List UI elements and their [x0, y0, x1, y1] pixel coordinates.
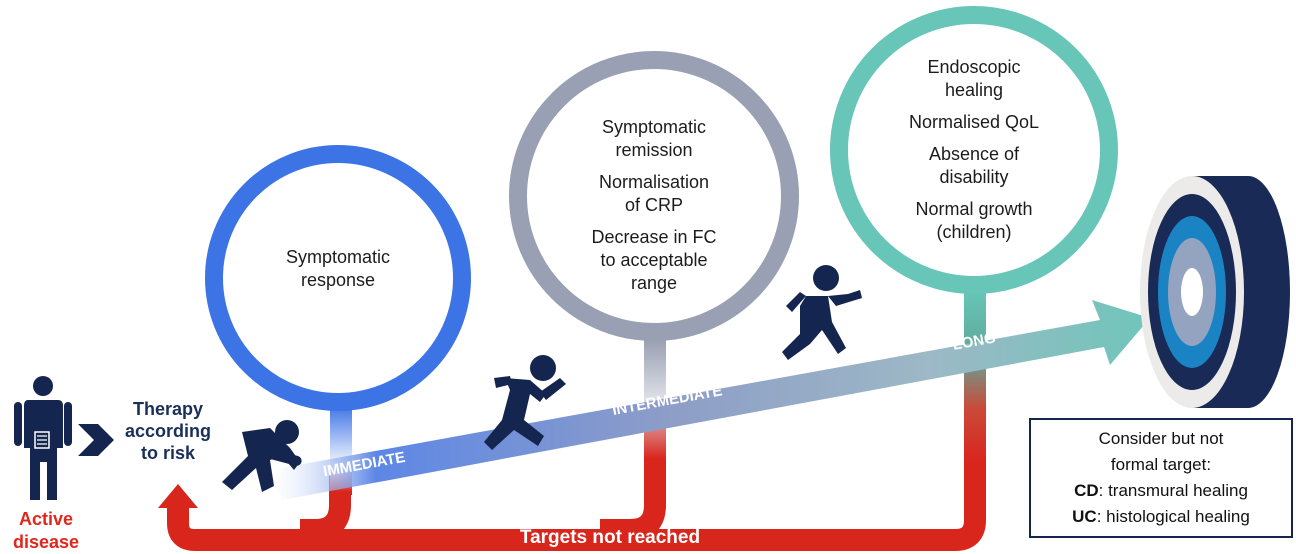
consider-box: Consider but not formal target: CD: tran… — [1029, 418, 1293, 538]
therapy-line2: according — [124, 421, 212, 441]
consider-uc-line: UC: histological healing — [1031, 504, 1291, 530]
consider-line2: formal target: — [1110, 455, 1212, 474]
immediate-circle — [205, 145, 471, 411]
target-icon — [1140, 176, 1290, 408]
uc-prefix: UC — [1072, 507, 1097, 526]
therapy-line3: to risk — [140, 443, 196, 463]
runner-crouch-icon — [222, 420, 302, 492]
active-disease-line2: disease — [12, 532, 80, 552]
therapy-label: Therapy according to risk — [112, 398, 224, 464]
intermediate-circle — [509, 51, 799, 341]
intermediate-targets-text: Symptomatic remission Normalisation of C… — [548, 116, 760, 304]
long-stem — [964, 292, 986, 508]
uc-text: : histological healing — [1096, 507, 1250, 526]
consider-cd-line: CD: transmural healing — [1031, 478, 1291, 504]
progress-arrow — [270, 300, 1150, 500]
therapy-line1: Therapy — [132, 399, 204, 419]
immediate-item: Symptomatic response — [285, 247, 391, 290]
long-item: Normal growth (children) — [915, 199, 1033, 242]
runner-sprint-icon — [484, 355, 566, 450]
loop-arrowhead — [158, 484, 198, 508]
consider-line1: Consider but not — [1098, 429, 1224, 448]
long-item: Normalised QoL — [908, 112, 1040, 132]
long-item: Endoscopic healing — [927, 57, 1021, 100]
active-disease-line1: Active — [18, 509, 74, 529]
runner-icon — [782, 265, 862, 360]
active-disease-label: Active disease — [2, 508, 90, 554]
intermediate-item: Decrease in FC to acceptable range — [591, 227, 717, 293]
long-item: Absence of disability — [928, 144, 1020, 187]
targets-not-reached-label: Targets not reached — [519, 527, 701, 548]
long-targets-text: Endoscopic healing Normalised QoL Absenc… — [870, 56, 1078, 253]
long-circle — [830, 6, 1118, 294]
chevron-right-icon — [78, 424, 114, 456]
immediate-targets-text: Symptomatic response — [240, 246, 436, 301]
cd-prefix: CD — [1074, 481, 1099, 500]
intermediate-item: Normalisation of CRP — [598, 172, 710, 215]
cd-text: : transmural healing — [1098, 481, 1248, 500]
intermediate-item: Symptomatic remission — [601, 117, 707, 160]
person-standing-icon — [14, 376, 72, 500]
